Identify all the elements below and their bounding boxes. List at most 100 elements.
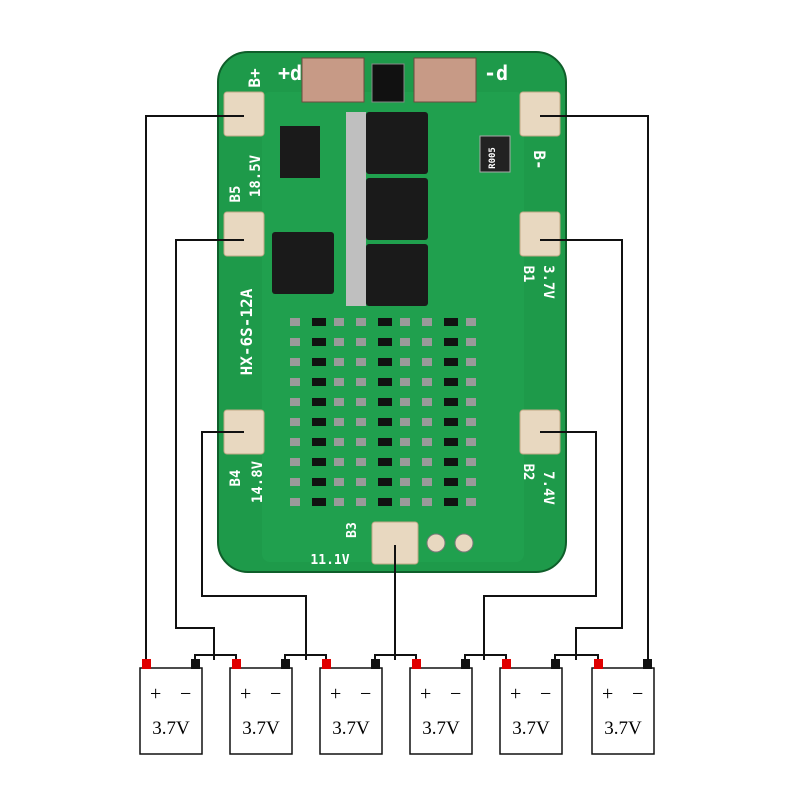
smd-component: [290, 318, 300, 326]
label-b5: B5: [228, 186, 244, 203]
smd-component: [466, 398, 476, 406]
negative-terminal: [191, 659, 200, 669]
wire-b-plus: [145, 115, 244, 660]
label-b2-voltage: 7.4V: [540, 471, 556, 505]
label-b-minus: B-: [530, 150, 549, 169]
smd-component: [378, 318, 392, 326]
smd-component: [334, 498, 344, 506]
mosfet-heatsink: [346, 112, 366, 306]
label-b1: B1: [520, 266, 536, 283]
battery-cell-body: [229, 667, 293, 755]
smd-component: [290, 498, 300, 506]
negative-terminal: [281, 659, 290, 669]
label-model: HX-6S-12A: [237, 288, 256, 375]
regulator-chip: [280, 126, 320, 178]
smd-component: [400, 498, 410, 506]
header-connector-right: [413, 57, 477, 103]
smd-component: [356, 438, 366, 446]
cell-minus-sign: −: [360, 683, 371, 705]
cell-plus-sign: +: [240, 683, 251, 705]
smd-component: [290, 398, 300, 406]
label-b4: B4: [228, 470, 244, 487]
cell-minus-sign: −: [270, 683, 281, 705]
smd-component: [444, 398, 458, 406]
battery-cell-body: [409, 667, 473, 755]
smd-component: [378, 458, 392, 466]
cell-minus-sign: −: [180, 683, 191, 705]
smd-component: [444, 358, 458, 366]
smd-component: [334, 358, 344, 366]
smd-component: [466, 378, 476, 386]
smd-component: [444, 378, 458, 386]
label-b3: B3: [345, 522, 360, 538]
smd-component: [422, 438, 432, 446]
smd-component: [290, 478, 300, 486]
smd-component: [400, 398, 410, 406]
series-link-wire: [374, 654, 417, 659]
battery-cell-body: [139, 667, 203, 755]
label-b2: B2: [520, 464, 536, 481]
positive-terminal: [232, 659, 241, 669]
positive-terminal: [594, 659, 603, 669]
smd-component: [312, 358, 326, 366]
battery-cell: +−3.7V: [229, 659, 293, 755]
cell-plus-sign: +: [510, 683, 521, 705]
smd-component: [334, 338, 344, 346]
label-b4-voltage: 14.8V: [250, 460, 266, 503]
mosfet-3: [366, 244, 428, 306]
smd-component: [356, 338, 366, 346]
cell-voltage: 3.7V: [512, 718, 550, 739]
smd-component: [378, 398, 392, 406]
negative-terminal: [461, 659, 470, 669]
smd-component: [378, 478, 392, 486]
smd-component: [422, 338, 432, 346]
smd-component: [466, 498, 476, 506]
smd-component: [312, 398, 326, 406]
header-connector-left: [301, 57, 365, 103]
battery-cell-body: [591, 667, 655, 755]
smd-component: [422, 478, 432, 486]
smd-component: [334, 458, 344, 466]
fuse-component: [371, 63, 405, 103]
smd-component: [466, 478, 476, 486]
smd-component: [312, 438, 326, 446]
smd-component: [444, 418, 458, 426]
battery-cell: +−3.7V: [499, 659, 563, 755]
smd-component: [444, 318, 458, 326]
smd-component: [290, 458, 300, 466]
smd-component: [422, 418, 432, 426]
label-plus-d: +d: [278, 61, 302, 85]
battery-cell: +−3.7V: [591, 659, 655, 755]
mosfet-2: [366, 178, 428, 240]
smd-component: [356, 478, 366, 486]
cell-plus-sign: +: [420, 683, 431, 705]
positive-terminal: [502, 659, 511, 669]
smd-component: [290, 378, 300, 386]
label-b1-voltage: 3.7V: [540, 265, 556, 299]
smd-component: [466, 458, 476, 466]
smd-component: [422, 318, 432, 326]
label-minus-d: -d: [484, 61, 508, 85]
smd-component: [312, 378, 326, 386]
pad-b-minus: [519, 91, 561, 137]
smd-component: [378, 338, 392, 346]
smd-component: [378, 418, 392, 426]
smd-component: [400, 358, 410, 366]
wire-b1: [540, 239, 623, 660]
smd-component: [422, 498, 432, 506]
wire-b2: [483, 431, 597, 660]
positive-terminal: [142, 659, 151, 669]
smd-component: [466, 438, 476, 446]
pad-b-plus: [223, 91, 265, 137]
smd-component: [466, 318, 476, 326]
smd-component: [312, 458, 326, 466]
shunt-resistor: [479, 135, 511, 173]
smd-component: [290, 338, 300, 346]
battery-cell: +−3.7V: [139, 659, 203, 755]
battery-cells: +−3.7V+−3.7V+−3.7V+−3.7V+−3.7V+−3.7V: [139, 654, 655, 755]
smd-component: [312, 498, 326, 506]
wire-b-minus: [540, 115, 649, 660]
smd-component: [312, 418, 326, 426]
smd-component: [400, 478, 410, 486]
smd-component: [444, 498, 458, 506]
